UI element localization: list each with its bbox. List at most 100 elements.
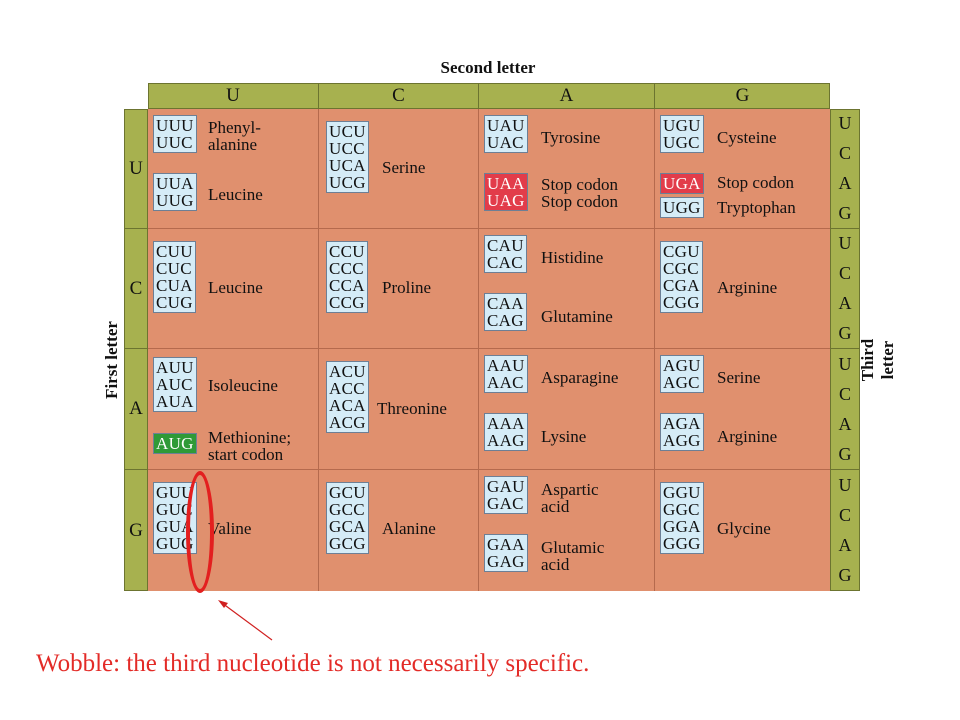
codon: CAA bbox=[487, 294, 524, 313]
codon-box: UCU UCC UCA UCG bbox=[326, 121, 369, 193]
codon: UUU bbox=[156, 116, 194, 135]
amino-acid-text: Stop codon bbox=[541, 192, 618, 211]
cell-ca: CAU CAC Histidine CAA CAG Glutamine bbox=[479, 229, 655, 349]
second-letter-bar bbox=[148, 83, 830, 109]
codon: CUC bbox=[156, 259, 192, 278]
codon: UUG bbox=[156, 191, 194, 210]
amino-acid-label: Tryptophan bbox=[717, 198, 796, 217]
codon: ACC bbox=[329, 379, 365, 398]
cell-ug: UGU UGC Cysteine UGA Stop codon UGG Tryp… bbox=[655, 109, 830, 229]
codon: UCG bbox=[329, 173, 366, 192]
codon-box: CGU CGC CGA CGG bbox=[660, 241, 703, 313]
codon: AUA bbox=[156, 392, 194, 411]
third-letter: G bbox=[838, 443, 852, 464]
third-letter-group: U C A G bbox=[830, 229, 860, 349]
amino-acid-label: Stop codon bbox=[717, 173, 794, 192]
codon: UCA bbox=[329, 156, 366, 175]
codon: ACA bbox=[329, 396, 366, 415]
codon: GUA bbox=[156, 517, 194, 536]
amino-acid-label: Proline bbox=[382, 278, 432, 297]
codon: AAC bbox=[487, 373, 524, 392]
amino-acid-text: acid bbox=[541, 555, 570, 574]
amino-acid-label: Cysteine bbox=[717, 128, 777, 147]
codon-box: GAA GAG bbox=[484, 534, 528, 572]
amino-acid-label: Glutamine bbox=[541, 307, 613, 326]
codon-box: GAU GAC bbox=[484, 476, 528, 514]
codon: GCC bbox=[329, 500, 365, 519]
amino-acid-label: Serine bbox=[717, 368, 761, 387]
first-letter-bar bbox=[124, 109, 148, 591]
third-letter: C bbox=[838, 504, 851, 525]
amino-acid-label: Histidine bbox=[541, 248, 604, 267]
wobble-caption: Wobble: the third nucleotide is not nece… bbox=[36, 650, 590, 677]
amino-acid-label: Arginine bbox=[717, 278, 778, 297]
codon: GGG bbox=[663, 534, 701, 553]
third-letter: U bbox=[838, 113, 852, 134]
amino-acid-label: Leucine bbox=[208, 278, 263, 297]
cell-ga: GAU GAC Aspartic acid GAA GAG Glutamic a… bbox=[479, 470, 655, 591]
codon: AAA bbox=[487, 414, 525, 433]
codon: AUU bbox=[156, 358, 194, 377]
column-header-g: G bbox=[735, 85, 750, 106]
amino-acid-label: Asparagine bbox=[541, 368, 619, 387]
third-letter-group: U C A G bbox=[830, 349, 860, 470]
codon: GGU bbox=[663, 483, 701, 502]
codon: CCG bbox=[329, 293, 365, 312]
codon: CCU bbox=[329, 242, 365, 261]
codon: GCU bbox=[329, 483, 366, 502]
third-letter: U bbox=[838, 233, 852, 254]
codon: AGG bbox=[663, 431, 701, 450]
codon: AUC bbox=[156, 375, 193, 394]
cell-cc: CCU CCC CCA CCG Proline bbox=[319, 229, 479, 349]
codon-box: CAU CAC bbox=[484, 235, 527, 273]
third-letter: U bbox=[838, 353, 852, 374]
codon: ACU bbox=[329, 362, 366, 381]
cell-au: AUU AUC AUA Isoleucine AUG Methionine; s… bbox=[148, 349, 319, 470]
third-letter: G bbox=[838, 565, 852, 586]
third-letter-bar bbox=[830, 109, 860, 591]
codon-box: CCU CCC CCA CCG bbox=[326, 241, 368, 313]
amino-acid-text: Stop codon bbox=[541, 175, 618, 194]
codon-box: UUU UUC bbox=[153, 115, 197, 153]
stop-codon-box: UAA UAG bbox=[484, 173, 528, 211]
third-letter: A bbox=[838, 172, 852, 193]
codon: UCU bbox=[329, 122, 366, 141]
codon: UUA bbox=[156, 174, 194, 193]
codon: CCA bbox=[329, 276, 365, 295]
codon: CGC bbox=[663, 259, 699, 278]
row-header-u: U bbox=[124, 109, 148, 229]
codon: UAU bbox=[487, 116, 525, 135]
codon: CUG bbox=[156, 293, 193, 312]
codon: AGC bbox=[663, 373, 700, 392]
start-codon-box: AUG bbox=[153, 433, 197, 454]
row-header-c: C bbox=[124, 229, 148, 349]
codon-box: CUU CUC CUA CUG bbox=[153, 241, 196, 313]
cell-uu: UUU UUC Phenyl- alanine UUA UUG Leucine bbox=[148, 109, 319, 229]
codon: GUC bbox=[156, 500, 193, 519]
codon: CCC bbox=[329, 259, 364, 278]
codon: GAG bbox=[487, 552, 525, 571]
third-letter: G bbox=[838, 322, 852, 343]
third-letter-group: U C A G bbox=[830, 470, 860, 591]
amino-acid-label: Isoleucine bbox=[208, 376, 278, 395]
codon-box: UGU UGC bbox=[660, 115, 704, 153]
third-letter-group: U C A G bbox=[830, 109, 860, 229]
third-letter: A bbox=[838, 292, 852, 313]
codon: AAG bbox=[487, 431, 525, 450]
codon: UGU bbox=[663, 116, 701, 135]
codon-box: UGG bbox=[660, 197, 704, 218]
third-letter: A bbox=[838, 413, 852, 434]
amino-acid-label: Stop codon Stop codon bbox=[541, 176, 618, 210]
amino-acid-label: Methionine; start codon bbox=[208, 429, 291, 463]
codon-box: CAA CAG bbox=[484, 293, 527, 331]
amino-acid-label: Lysine bbox=[541, 427, 587, 446]
cell-gc: GCU GCC GCA GCG Alanine bbox=[319, 470, 479, 591]
amino-acid-label: Phenyl- alanine bbox=[208, 119, 261, 153]
codon: UAG bbox=[487, 191, 525, 210]
cell-ua: UAU UAC Tyrosine UAA UAG Stop codon Stop… bbox=[479, 109, 655, 229]
third-letter: G bbox=[838, 202, 852, 223]
codon: AUG bbox=[156, 434, 194, 453]
codon: GCA bbox=[329, 517, 366, 536]
amino-acid-text: Aspartic bbox=[541, 480, 599, 499]
amino-acid-label: Tyrosine bbox=[541, 128, 601, 147]
